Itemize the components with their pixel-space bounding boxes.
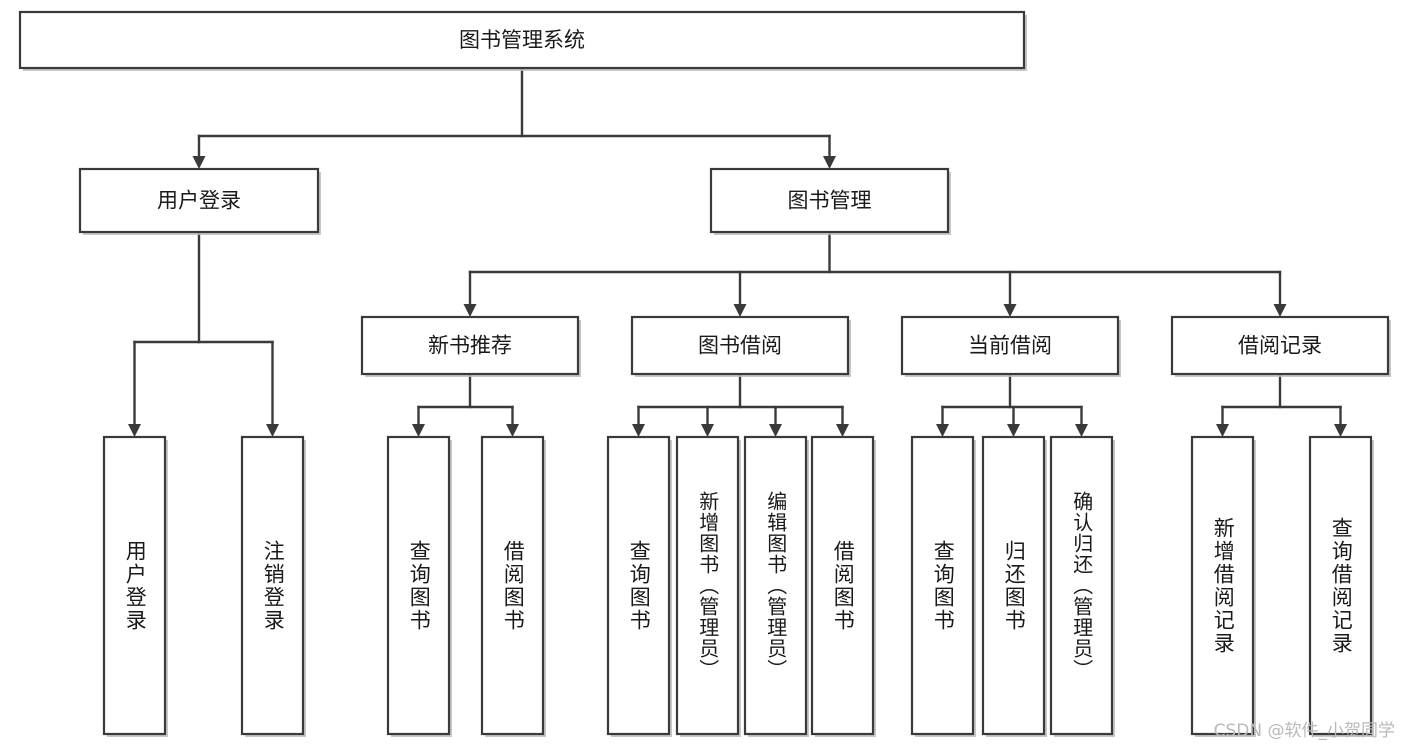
connector-group (1216, 372, 1347, 437)
node-box[interactable] (18, 10, 1026, 70)
connector-group (463, 230, 1287, 317)
node-leaf-borrow-book[interactable] (810, 435, 876, 737)
connector-group (412, 372, 519, 437)
node-book-borrow[interactable]: 图书借阅 (630, 315, 851, 377)
node-leaf-user-login[interactable] (102, 435, 168, 737)
arrow-head-icon (936, 424, 949, 437)
watermark-text: CSDN @软件_小贺同学 (1213, 721, 1395, 741)
arrow-head-icon (506, 424, 519, 437)
node-leaf-add-book-admin[interactable] (675, 435, 741, 737)
node-leaf-edit-book-admin[interactable] (743, 435, 809, 737)
node-box[interactable] (606, 435, 671, 736)
node-label: 当前借阅 (968, 334, 1052, 358)
node-box[interactable] (1190, 435, 1255, 736)
node-box[interactable] (78, 167, 320, 234)
node-box[interactable] (480, 435, 545, 736)
arrow-head-icon (823, 156, 836, 169)
node-box[interactable] (910, 435, 975, 736)
node-label: 新书推荐 (428, 334, 512, 358)
node-label: 图书管理 (788, 189, 872, 213)
node-label: 借阅记录 (1238, 334, 1322, 358)
arrow-head-icon (463, 304, 477, 317)
arrow-head-icon (733, 304, 747, 317)
connector-group (632, 372, 849, 437)
node-box[interactable] (386, 435, 451, 736)
node-leaf-query-borrow-record[interactable] (1308, 435, 1374, 737)
node-borrow-records[interactable]: 借阅记录 (1170, 315, 1391, 377)
arrow-head-icon (632, 424, 645, 437)
arrow-head-icon (1075, 424, 1088, 437)
node-box[interactable] (1170, 315, 1390, 376)
node-leaf-add-borrow-record[interactable] (1190, 435, 1256, 737)
node-box[interactable] (240, 435, 305, 736)
arrow-head-icon (1334, 424, 1347, 437)
node-box[interactable] (900, 315, 1120, 376)
arrow-head-icon (266, 424, 279, 437)
connector-group (936, 372, 1088, 437)
arrow-head-icon (701, 424, 714, 437)
node-box[interactable] (1049, 435, 1114, 736)
node-new-book-recommend[interactable]: 新书推荐 (360, 315, 581, 377)
arrow-head-icon (1007, 424, 1020, 437)
node-leaf-confirm-return-admin[interactable] (1049, 435, 1115, 737)
arrow-head-icon (836, 424, 849, 437)
node-book-management[interactable]: 图书管理 (709, 167, 951, 235)
node-box[interactable] (675, 435, 740, 736)
node-leaf-logout[interactable] (240, 435, 306, 737)
arrow-head-icon (769, 424, 782, 437)
node-box[interactable] (810, 435, 875, 736)
node-leaf-query-book-current[interactable] (910, 435, 976, 737)
node-box[interactable] (102, 435, 167, 736)
node-label: 图书借阅 (698, 334, 782, 358)
node-box[interactable] (709, 167, 950, 234)
node-leaf-borrow-book-recommend[interactable] (480, 435, 546, 737)
arrow-head-icon (1273, 304, 1287, 317)
node-label: 图书管理系统 (459, 28, 585, 52)
connector-layer (128, 66, 1347, 437)
arrow-head-icon (1003, 304, 1017, 317)
connector-group (128, 230, 279, 437)
node-user-login[interactable]: 用户登录 (78, 167, 321, 235)
node-leaf-query-book-borrow[interactable] (606, 435, 672, 737)
arrow-head-icon (412, 424, 425, 437)
node-box[interactable] (630, 315, 850, 376)
node-box[interactable] (743, 435, 808, 736)
node-label: 用户登录 (157, 189, 241, 213)
node-root[interactable]: 图书管理系统 (18, 10, 1027, 71)
node-leaf-query-book-recommend[interactable] (386, 435, 452, 737)
node-box[interactable] (1308, 435, 1373, 736)
node-box[interactable] (360, 315, 580, 376)
node-current-borrow[interactable]: 当前借阅 (900, 315, 1121, 377)
node-leaf-return-book[interactable] (981, 435, 1047, 737)
connector-group (192, 66, 836, 169)
arrow-head-icon (128, 424, 141, 437)
node-box[interactable] (981, 435, 1046, 736)
arrow-head-icon (1216, 424, 1229, 437)
arrow-head-icon (192, 156, 206, 169)
